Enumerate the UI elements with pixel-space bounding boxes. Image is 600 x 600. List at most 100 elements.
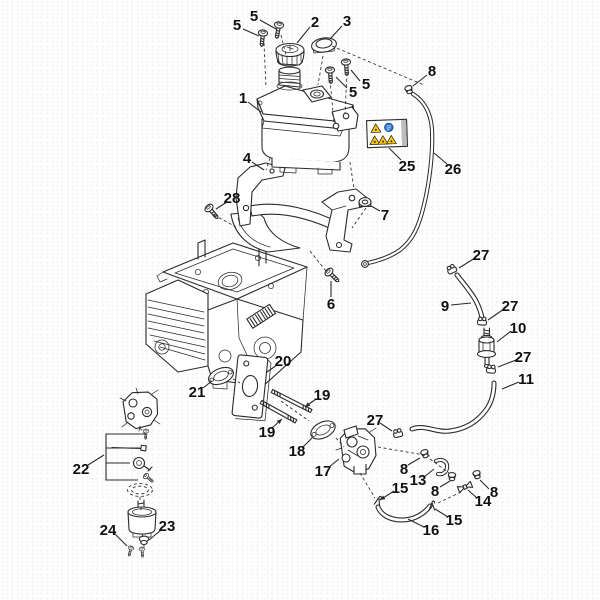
part-number-27: 27 bbox=[367, 412, 384, 429]
fuel-hose-11 bbox=[409, 380, 497, 434]
callout-leader-8 bbox=[412, 74, 428, 87]
callout-leader-28 bbox=[215, 201, 228, 210]
part-number-18: 18 bbox=[289, 443, 306, 460]
barcode-label bbox=[246, 303, 277, 329]
callout-leader-13 bbox=[423, 468, 435, 478]
elbow-hose-13 bbox=[433, 457, 450, 477]
callout-leader-11 bbox=[501, 381, 520, 390]
part-number-27: 27 bbox=[473, 247, 490, 264]
callout-arrowhead bbox=[276, 419, 282, 424]
retainer-clip bbox=[137, 499, 145, 508]
fuel-tank bbox=[256, 66, 359, 175]
gasket-18 bbox=[310, 420, 336, 440]
part-number-5: 5 bbox=[233, 17, 241, 34]
part-number-8: 8 bbox=[400, 461, 408, 478]
flange-20 bbox=[231, 354, 272, 422]
part-number-10: 10 bbox=[510, 320, 527, 337]
warning-triangle-icon bbox=[386, 135, 397, 145]
part-number-16: 16 bbox=[423, 522, 440, 539]
part-number-15: 15 bbox=[446, 512, 463, 529]
callout-leader-25 bbox=[388, 147, 402, 161]
part-number-3: 3 bbox=[343, 13, 351, 30]
part-number-5: 5 bbox=[349, 84, 357, 101]
part-number-2: 2 bbox=[311, 14, 319, 31]
part-number-27: 27 bbox=[515, 349, 532, 366]
grommet-8 bbox=[419, 448, 431, 460]
part-number-11: 11 bbox=[518, 371, 534, 388]
part-number-8: 8 bbox=[431, 483, 439, 500]
callout-leader-27 bbox=[379, 422, 393, 432]
warning-triangle-icon bbox=[377, 135, 389, 145]
part-number-15: 15 bbox=[392, 480, 409, 497]
callout-leader-22 bbox=[87, 454, 105, 466]
connector-14 bbox=[456, 480, 474, 494]
decal-stripe bbox=[401, 119, 407, 146]
service-kit-22 bbox=[105, 428, 156, 485]
fuel-hose-9 bbox=[454, 272, 485, 321]
callout-leader-8 bbox=[479, 479, 490, 490]
callout-leader-27 bbox=[497, 359, 517, 368]
hose-clamp-27 bbox=[392, 427, 404, 439]
part-number-8: 8 bbox=[428, 63, 436, 80]
part-number-21: 21 bbox=[189, 384, 206, 401]
assembly-lines bbox=[139, 34, 462, 547]
callout-leader-7 bbox=[370, 205, 381, 212]
part-number-7: 7 bbox=[381, 207, 389, 224]
part-number-9: 9 bbox=[441, 298, 449, 315]
callout-leader-27 bbox=[487, 308, 505, 321]
callout-leader-16 bbox=[407, 518, 425, 528]
callout-leader-2 bbox=[296, 26, 311, 44]
carburetor-small bbox=[119, 387, 161, 432]
fuel-hose-16 bbox=[375, 503, 433, 523]
callout-leader-17 bbox=[328, 458, 340, 468]
part-number-22: 22 bbox=[73, 461, 90, 478]
float-bowl bbox=[127, 506, 157, 538]
screw-5 bbox=[271, 20, 285, 40]
callout-leader-5 bbox=[335, 76, 348, 89]
collar-nut bbox=[358, 197, 372, 208]
part-number-24: 24 bbox=[100, 522, 117, 539]
clip-15 bbox=[373, 494, 383, 507]
callout-leader-3 bbox=[329, 25, 343, 40]
callout-leader-8 bbox=[407, 457, 421, 466]
stud-19 bbox=[270, 388, 313, 414]
callout-leader-20 bbox=[266, 364, 278, 373]
callout-leader-23 bbox=[148, 529, 162, 541]
callout-leader-4 bbox=[251, 161, 265, 171]
callout-leader-9 bbox=[450, 302, 472, 306]
callout-arrowhead bbox=[305, 402, 311, 407]
callout-leader-5 bbox=[350, 69, 361, 82]
screw-28 bbox=[202, 202, 222, 222]
part-number-19: 19 bbox=[314, 387, 331, 404]
callout-leader-15 bbox=[434, 508, 449, 518]
callout-arrowhead bbox=[380, 495, 386, 500]
part-number-23: 23 bbox=[159, 518, 176, 535]
stud-19 bbox=[259, 399, 298, 424]
hose-clamp-27 bbox=[476, 316, 488, 326]
safety-decal bbox=[366, 118, 409, 149]
bowl-gasket bbox=[127, 483, 153, 497]
gasket-21 bbox=[208, 366, 234, 386]
part-number-5: 5 bbox=[362, 76, 370, 93]
vent-cap bbox=[311, 37, 337, 54]
screw-5 bbox=[256, 28, 269, 48]
hose-clamp-27 bbox=[485, 364, 497, 375]
fuel-filter-10 bbox=[476, 327, 497, 369]
part-number-5: 5 bbox=[250, 8, 258, 25]
part-number-27: 27 bbox=[502, 298, 519, 315]
callout-leader-18 bbox=[302, 437, 313, 448]
engine-short-block bbox=[145, 239, 308, 394]
warning-triangle-icon bbox=[369, 135, 381, 145]
callout-leader-5 bbox=[242, 28, 260, 37]
callout-leader-8 bbox=[439, 480, 451, 488]
part-number-1: 1 bbox=[239, 90, 247, 107]
callout-leader-14 bbox=[467, 489, 478, 499]
callout-leader-1 bbox=[247, 101, 262, 113]
warning-triangle-icon bbox=[370, 123, 382, 133]
callout-leader-24 bbox=[113, 532, 128, 547]
part-number-25: 25 bbox=[399, 158, 416, 175]
callout-leader-26 bbox=[433, 152, 448, 165]
part-number-20: 20 bbox=[275, 353, 292, 370]
callout-leader-5 bbox=[259, 19, 277, 30]
